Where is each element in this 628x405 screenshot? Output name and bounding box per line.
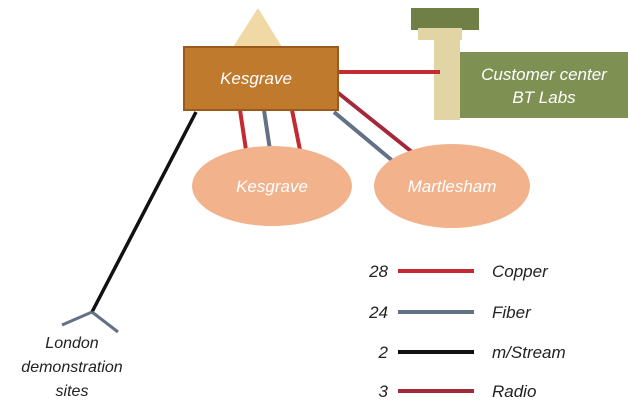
customer-center-pole (434, 38, 460, 120)
london-branch-right (91, 310, 119, 334)
legend-radio-label: Radio (492, 382, 536, 401)
customer-center-pole-top (418, 28, 462, 40)
fiber-link-kesgrave (262, 109, 272, 151)
copper-link-kesgrave-1 (238, 109, 248, 151)
customer-center-box (460, 52, 628, 118)
node-kesgrave-label: Kesgrave (236, 177, 308, 196)
legend-copper-label: Copper (492, 262, 549, 281)
fiber-link-martlesham (332, 110, 396, 164)
london-label-line1: London (45, 335, 98, 352)
london-label-line3: sites (56, 383, 89, 400)
legend-mstream-count: 2 (378, 343, 389, 362)
radio-link-martlesham (335, 90, 414, 154)
customer-center-line1: Customer center (481, 65, 608, 84)
hub-box (183, 46, 339, 111)
london-label-line2: demonstration (21, 359, 122, 376)
mstream-link-london (90, 111, 198, 313)
legend-copper-count: 28 (368, 262, 388, 281)
node-martlesham-label: Martlesham (408, 177, 497, 196)
antenna-triangle (233, 8, 282, 47)
legend-fiber-label: Fiber (492, 303, 532, 322)
hub-label: Kesgrave (220, 69, 292, 88)
customer-center-line2: BT Labs (512, 88, 576, 107)
legend-fiber-count: 24 (368, 303, 388, 322)
legend: 28 Copper 24 Fiber 2 m/Stream 3 Radio (368, 262, 566, 401)
node-martlesham (374, 144, 530, 228)
london-branch-left (61, 310, 93, 327)
copper-link-kesgrave-2 (290, 109, 302, 151)
node-kesgrave (192, 146, 352, 226)
legend-radio-count: 3 (379, 382, 389, 401)
legend-mstream-label: m/Stream (492, 343, 566, 362)
customer-center-roof (411, 8, 479, 30)
